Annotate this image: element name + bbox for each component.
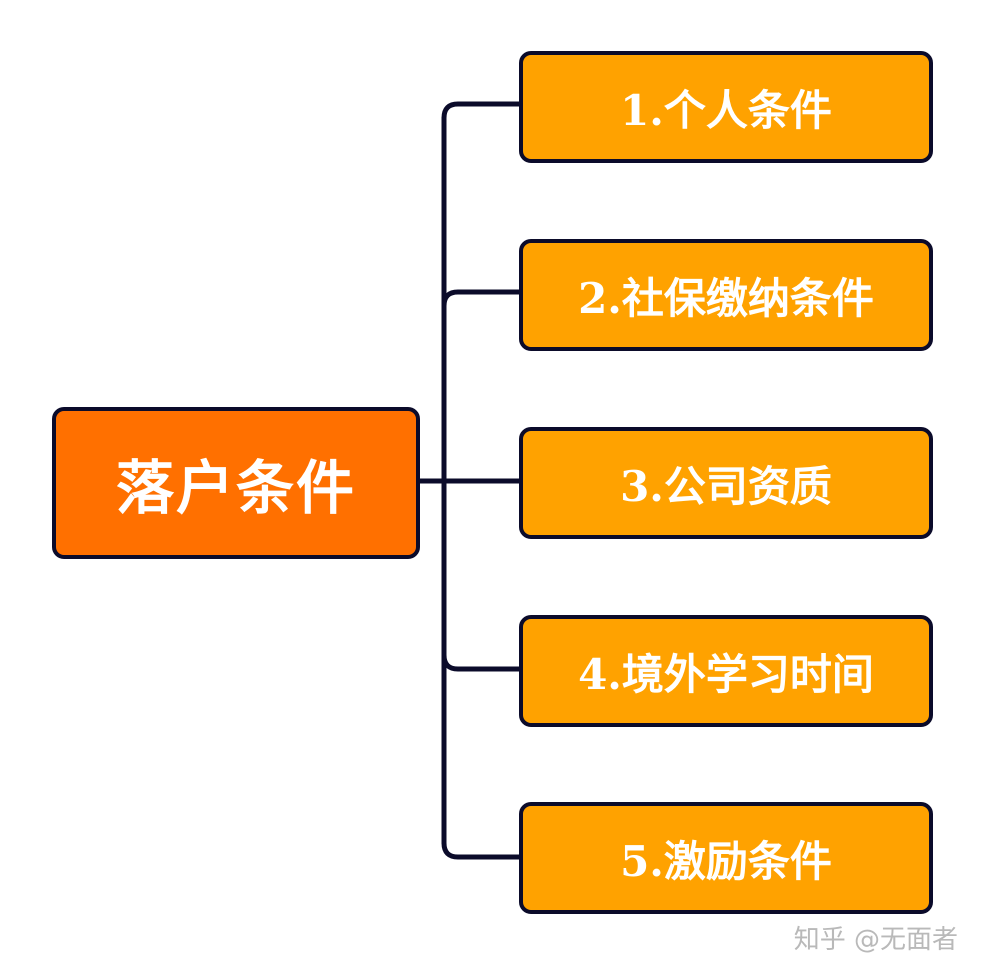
root-node: 落户条件	[52, 407, 420, 559]
connector-branch-2	[441, 289, 520, 307]
connector-branch-1	[441, 101, 520, 119]
child-node-label: 1.个人条件	[620, 85, 832, 135]
child-node-incentive-conditions: 5.激励条件	[519, 802, 933, 914]
child-node-personal-conditions: 1.个人条件	[519, 51, 933, 163]
connector-trunk	[417, 115, 447, 846]
child-node-social-insurance: 2.社保缴纳条件	[519, 239, 933, 351]
child-node-company-qualification: 3.公司资质	[519, 427, 933, 539]
connector-branch-5	[441, 842, 520, 860]
child-node-label: 3.公司资质	[620, 461, 832, 511]
child-node-label: 5.激励条件	[620, 836, 832, 886]
child-node-overseas-study: 4.境外学习时间	[519, 615, 933, 727]
child-node-label: 4.境外学习时间	[578, 649, 874, 699]
watermark: 知乎 @无面者	[793, 925, 958, 955]
connector-branch-4	[441, 654, 520, 672]
child-node-label: 2.社保缴纳条件	[578, 273, 874, 323]
root-node-label: 落户条件	[115, 454, 356, 522]
